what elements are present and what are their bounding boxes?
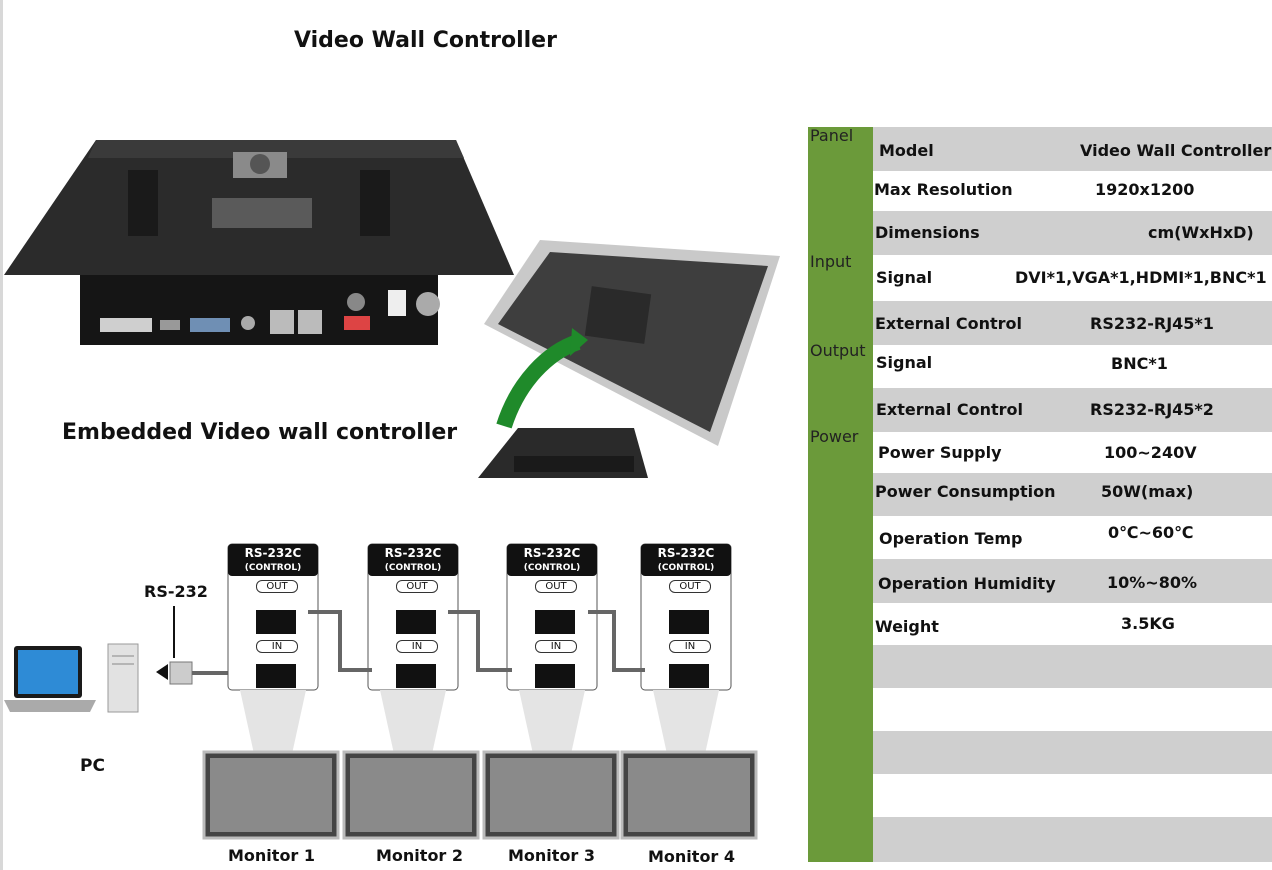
band-5	[873, 473, 1272, 516]
in-label-1: IN	[256, 640, 298, 653]
band-3	[873, 301, 1272, 345]
spec-value-input-signal: DVI*1,VGA*1,HDMI*1,BNC*1	[1015, 268, 1267, 287]
spec-label-model: Model	[879, 141, 934, 160]
band-1	[873, 127, 1272, 171]
in-label-3: IN	[535, 640, 577, 653]
spec-value-max-resolution: 1920x1200	[1095, 180, 1195, 199]
spec-value-output-signal: BNC*1	[1111, 354, 1168, 373]
monitor-1-label: Monitor 1	[228, 846, 316, 865]
in-label-2: IN	[396, 640, 438, 653]
spec-label-dimensions: Dimensions	[875, 223, 980, 242]
box-header-3: RS-232C(CONTROL)	[523, 546, 581, 574]
spec-label-operation-temp: Operation Temp	[879, 529, 1023, 548]
band-6	[873, 559, 1272, 603]
spec-label-max-resolution: Max Resolution	[874, 180, 1013, 199]
pc-label: PC	[80, 756, 105, 776]
section-power: Power	[810, 427, 859, 446]
band-8	[873, 731, 1272, 774]
monitor-2-label: Monitor 2	[376, 846, 464, 865]
band-4	[873, 388, 1272, 432]
monitor-4-label: Monitor 4	[648, 847, 736, 866]
box-header-1: RS-232C(CONTROL)	[244, 546, 302, 574]
band-2	[873, 211, 1272, 255]
box-header-4: RS-232C(CONTROL)	[657, 546, 715, 574]
main-title: Video Wall Controller	[294, 28, 557, 53]
embedded-photo	[478, 240, 780, 478]
spec-value-operation-humidity: 10%~80%	[1107, 573, 1197, 592]
spec-value-input-control: RS232-RJ45*1	[1090, 314, 1214, 333]
band-7	[873, 645, 1272, 688]
spec-label-operation-humidity: Operation Humidity	[878, 574, 1056, 593]
monitor-3-label: Monitor 3	[508, 846, 596, 865]
spec-label-weight: Weight	[875, 617, 939, 636]
in-label-4: IN	[669, 640, 711, 653]
controller-photo	[4, 140, 514, 345]
box-header-2: RS-232C(CONTROL)	[384, 546, 442, 574]
embedded-title: Embedded Video wall controller	[62, 420, 458, 445]
spec-label-power-supply: Power Supply	[878, 443, 1002, 462]
out-label-1: OUT	[256, 580, 298, 593]
spec-label-output-control: External Control	[876, 400, 1024, 419]
out-label-4: OUT	[669, 580, 711, 593]
spec-value-model: Video Wall Controller	[1080, 141, 1272, 160]
spec-label-input-signal: Signal	[876, 268, 933, 287]
spec-value-weight: 3.5KG	[1121, 614, 1175, 633]
section-input: Input	[810, 252, 852, 271]
out-label-2: OUT	[396, 580, 438, 593]
spec-value-output-control: RS232-RJ45*2	[1090, 400, 1214, 419]
rs232-label: RS-232	[144, 582, 208, 601]
spec-value-dimensions: cm(WxHxD)	[1148, 223, 1254, 242]
band-9	[873, 817, 1272, 862]
section-column	[808, 127, 873, 862]
spec-value-power-supply: 100~240V	[1104, 443, 1197, 462]
section-output: Output	[810, 341, 866, 360]
spec-label-input-control: External Control	[875, 314, 1023, 333]
spec-value-power-consumption: 50W(max)	[1101, 482, 1194, 501]
spec-label-output-signal: Signal	[876, 353, 933, 372]
spec-label-power-consumption: Power Consumption	[875, 482, 1056, 501]
rs232-diagram	[4, 543, 758, 840]
out-label-3: OUT	[535, 580, 577, 593]
left-edge	[0, 0, 3, 870]
spec-value-operation-temp: 0℃~60℃	[1108, 523, 1194, 542]
section-panel: Panel	[810, 126, 854, 145]
